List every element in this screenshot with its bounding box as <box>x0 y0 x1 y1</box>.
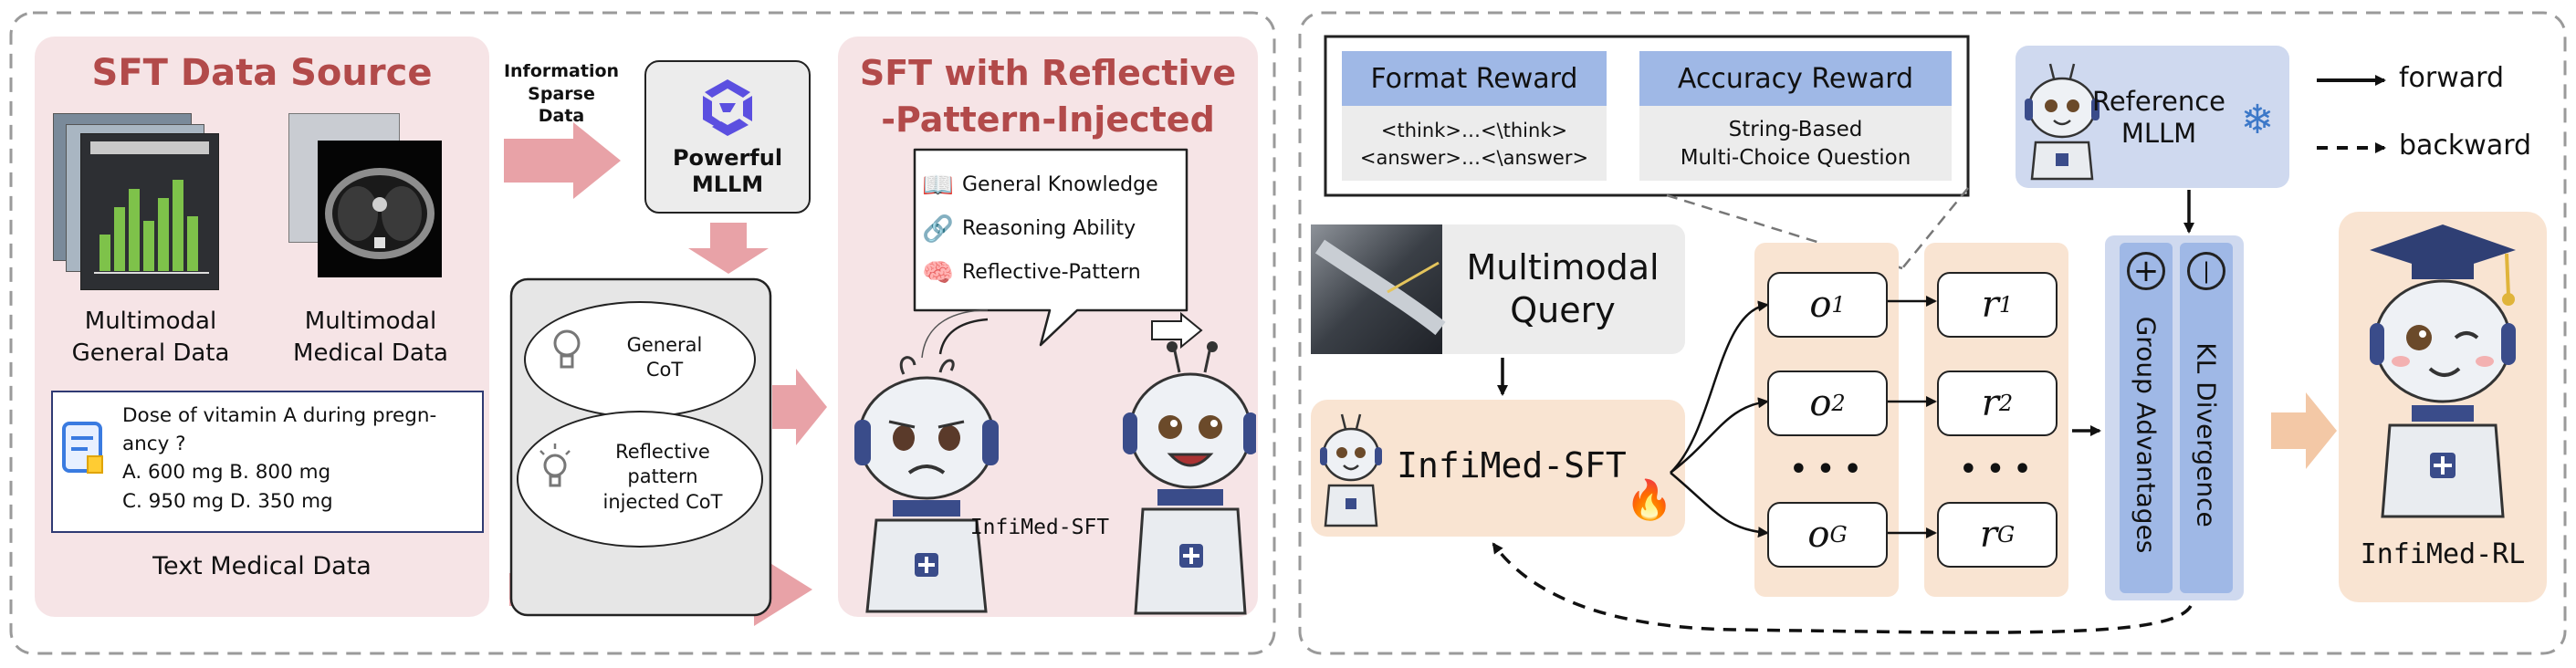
arrow-to-rl <box>2271 392 2337 469</box>
infimed-sft-panel <box>1311 400 1685 537</box>
general-cot-text: General CoT <box>626 333 703 381</box>
xray-wire <box>1387 261 1440 294</box>
question-card <box>51 391 484 533</box>
mm-medical-label: Multimodal Medical Data <box>293 307 448 367</box>
powerful-mllm-box: Powerful MLLM <box>644 60 811 214</box>
query-label: Multimodal Query <box>1466 246 1660 331</box>
capability-item: 🧠 Reflective-Pattern <box>922 250 1187 294</box>
thought-tail-outer <box>921 309 989 359</box>
bright-bulb-icon <box>535 442 575 496</box>
arrow-to-mllm <box>504 122 621 199</box>
mllm-logo-icon <box>703 79 752 137</box>
fan-arrow-o2 <box>1670 397 1769 474</box>
output-subscript: G <box>1829 522 1848 548</box>
snowflake-icon: ❄ <box>2240 96 2275 143</box>
format-reward-body: <think>…<\think> <answer>…<\answer> <box>1359 119 1589 169</box>
document-icon <box>60 420 108 476</box>
capability-label: General Knowledge <box>962 172 1158 196</box>
fire-icon: 🔥 <box>1625 477 1674 522</box>
brain-icon: 🧠 <box>922 256 954 287</box>
ct-lung-icon <box>325 168 435 259</box>
mllm-label: Powerful MLLM <box>672 145 783 197</box>
transform-arrow <box>1151 311 1203 350</box>
thought-tail <box>938 318 989 355</box>
arrow-mllm-down <box>688 223 769 274</box>
reward-symbol: r <box>1979 514 1997 556</box>
capability-label: Reflective-Pattern <box>962 260 1141 284</box>
output-symbol: o <box>1807 514 1830 556</box>
reward-subscript: 1 <box>1998 292 2014 318</box>
reflective-cot-bubble <box>517 411 763 548</box>
source-title: SFT Data Source <box>91 52 433 94</box>
output-ellipsis: • • • <box>1789 453 1862 485</box>
minus-icon: | <box>2187 252 2225 290</box>
output-symbol: o <box>1809 382 1832 424</box>
format-reward-header <box>1342 51 1607 106</box>
capability-item: 📖 General Knowledge <box>922 162 1187 206</box>
sad-robot-icon <box>849 347 1004 621</box>
capabilities-list: 📖 General Knowledge 🔗 Reasoning Ability … <box>922 162 1187 299</box>
bulb-icon <box>551 327 582 376</box>
left-dashed-frame <box>9 11 1276 655</box>
bar-chart-thumbnail <box>80 133 219 290</box>
right-dashed-frame <box>1298 11 2567 655</box>
output-subscript: 1 <box>1831 292 1846 318</box>
accuracy-reward-header <box>1639 51 1952 106</box>
question-text: Dose of vitamin A during pregn- ancy ? A… <box>122 404 437 513</box>
sft-reflective-title: SFT with Reflective -Pattern-Injected <box>859 52 1237 140</box>
output-subscript: 2 <box>1831 391 1846 416</box>
accuracy-reward-title: Accuracy Reward <box>1677 62 1914 95</box>
capability-label: Reasoning Ability <box>962 216 1136 240</box>
graduate-robot-icon <box>2361 219 2525 520</box>
text-medical-label: Text Medical Data <box>152 551 372 580</box>
backward-feedback-arrow <box>1492 542 2193 634</box>
reference-robot-icon <box>2021 58 2103 183</box>
accuracy-reward-body: String-Based Multi-Choice Question <box>1680 117 1911 170</box>
reference-label: Reference MLLM <box>2091 86 2226 149</box>
capabilities-callout <box>913 148 1189 347</box>
plus-icon: + <box>2127 252 2165 290</box>
kl-bar <box>2180 243 2233 593</box>
sft-label: InfiMed-SFT <box>1397 445 1627 485</box>
book-icon: 📖 <box>922 169 954 200</box>
reflective-cot-text: Reflective pattern injected CoT <box>602 441 723 513</box>
info-sparse-label: Information Sparse Data <box>503 60 620 127</box>
reward-subscript: 2 <box>1998 391 2014 416</box>
kl-label: KL Divergence <box>2191 341 2222 527</box>
fan-arrow-oG <box>1670 472 1769 538</box>
reward-subscript: G <box>1996 522 2016 548</box>
bar-chart-icon <box>90 141 209 274</box>
legend-forward-label: forward <box>2399 62 2505 94</box>
fan-arrow-o1 <box>1670 300 1769 474</box>
mm-general-label: Multimodal General Data <box>71 307 230 367</box>
ct-scan-thumbnail <box>318 141 442 277</box>
output-symbol: o <box>1809 284 1832 326</box>
reward-symbol: r <box>1981 284 1999 326</box>
group-adv-bar <box>2120 243 2173 593</box>
capability-item: 🔗 Reasoning Ability <box>922 206 1187 250</box>
xray-bone <box>1314 239 1446 336</box>
sft-robot-icon <box>1318 407 1384 531</box>
network-icon: 🔗 <box>922 213 954 244</box>
legend-backward-label: backward <box>2399 130 2532 162</box>
rl-label: InfiMed-RL <box>2360 538 2526 570</box>
happy-robot-icon <box>1119 339 1258 621</box>
reward-ellipsis: • • • <box>1959 453 2032 485</box>
sft-model-label: InfiMed-SFT <box>969 516 1110 539</box>
group-adv-label: Group Advantages <box>2131 316 2162 553</box>
reward-symbol: r <box>1981 382 1999 424</box>
format-reward-title: Format Reward <box>1370 62 1578 95</box>
arrow-to-sft <box>772 369 827 445</box>
